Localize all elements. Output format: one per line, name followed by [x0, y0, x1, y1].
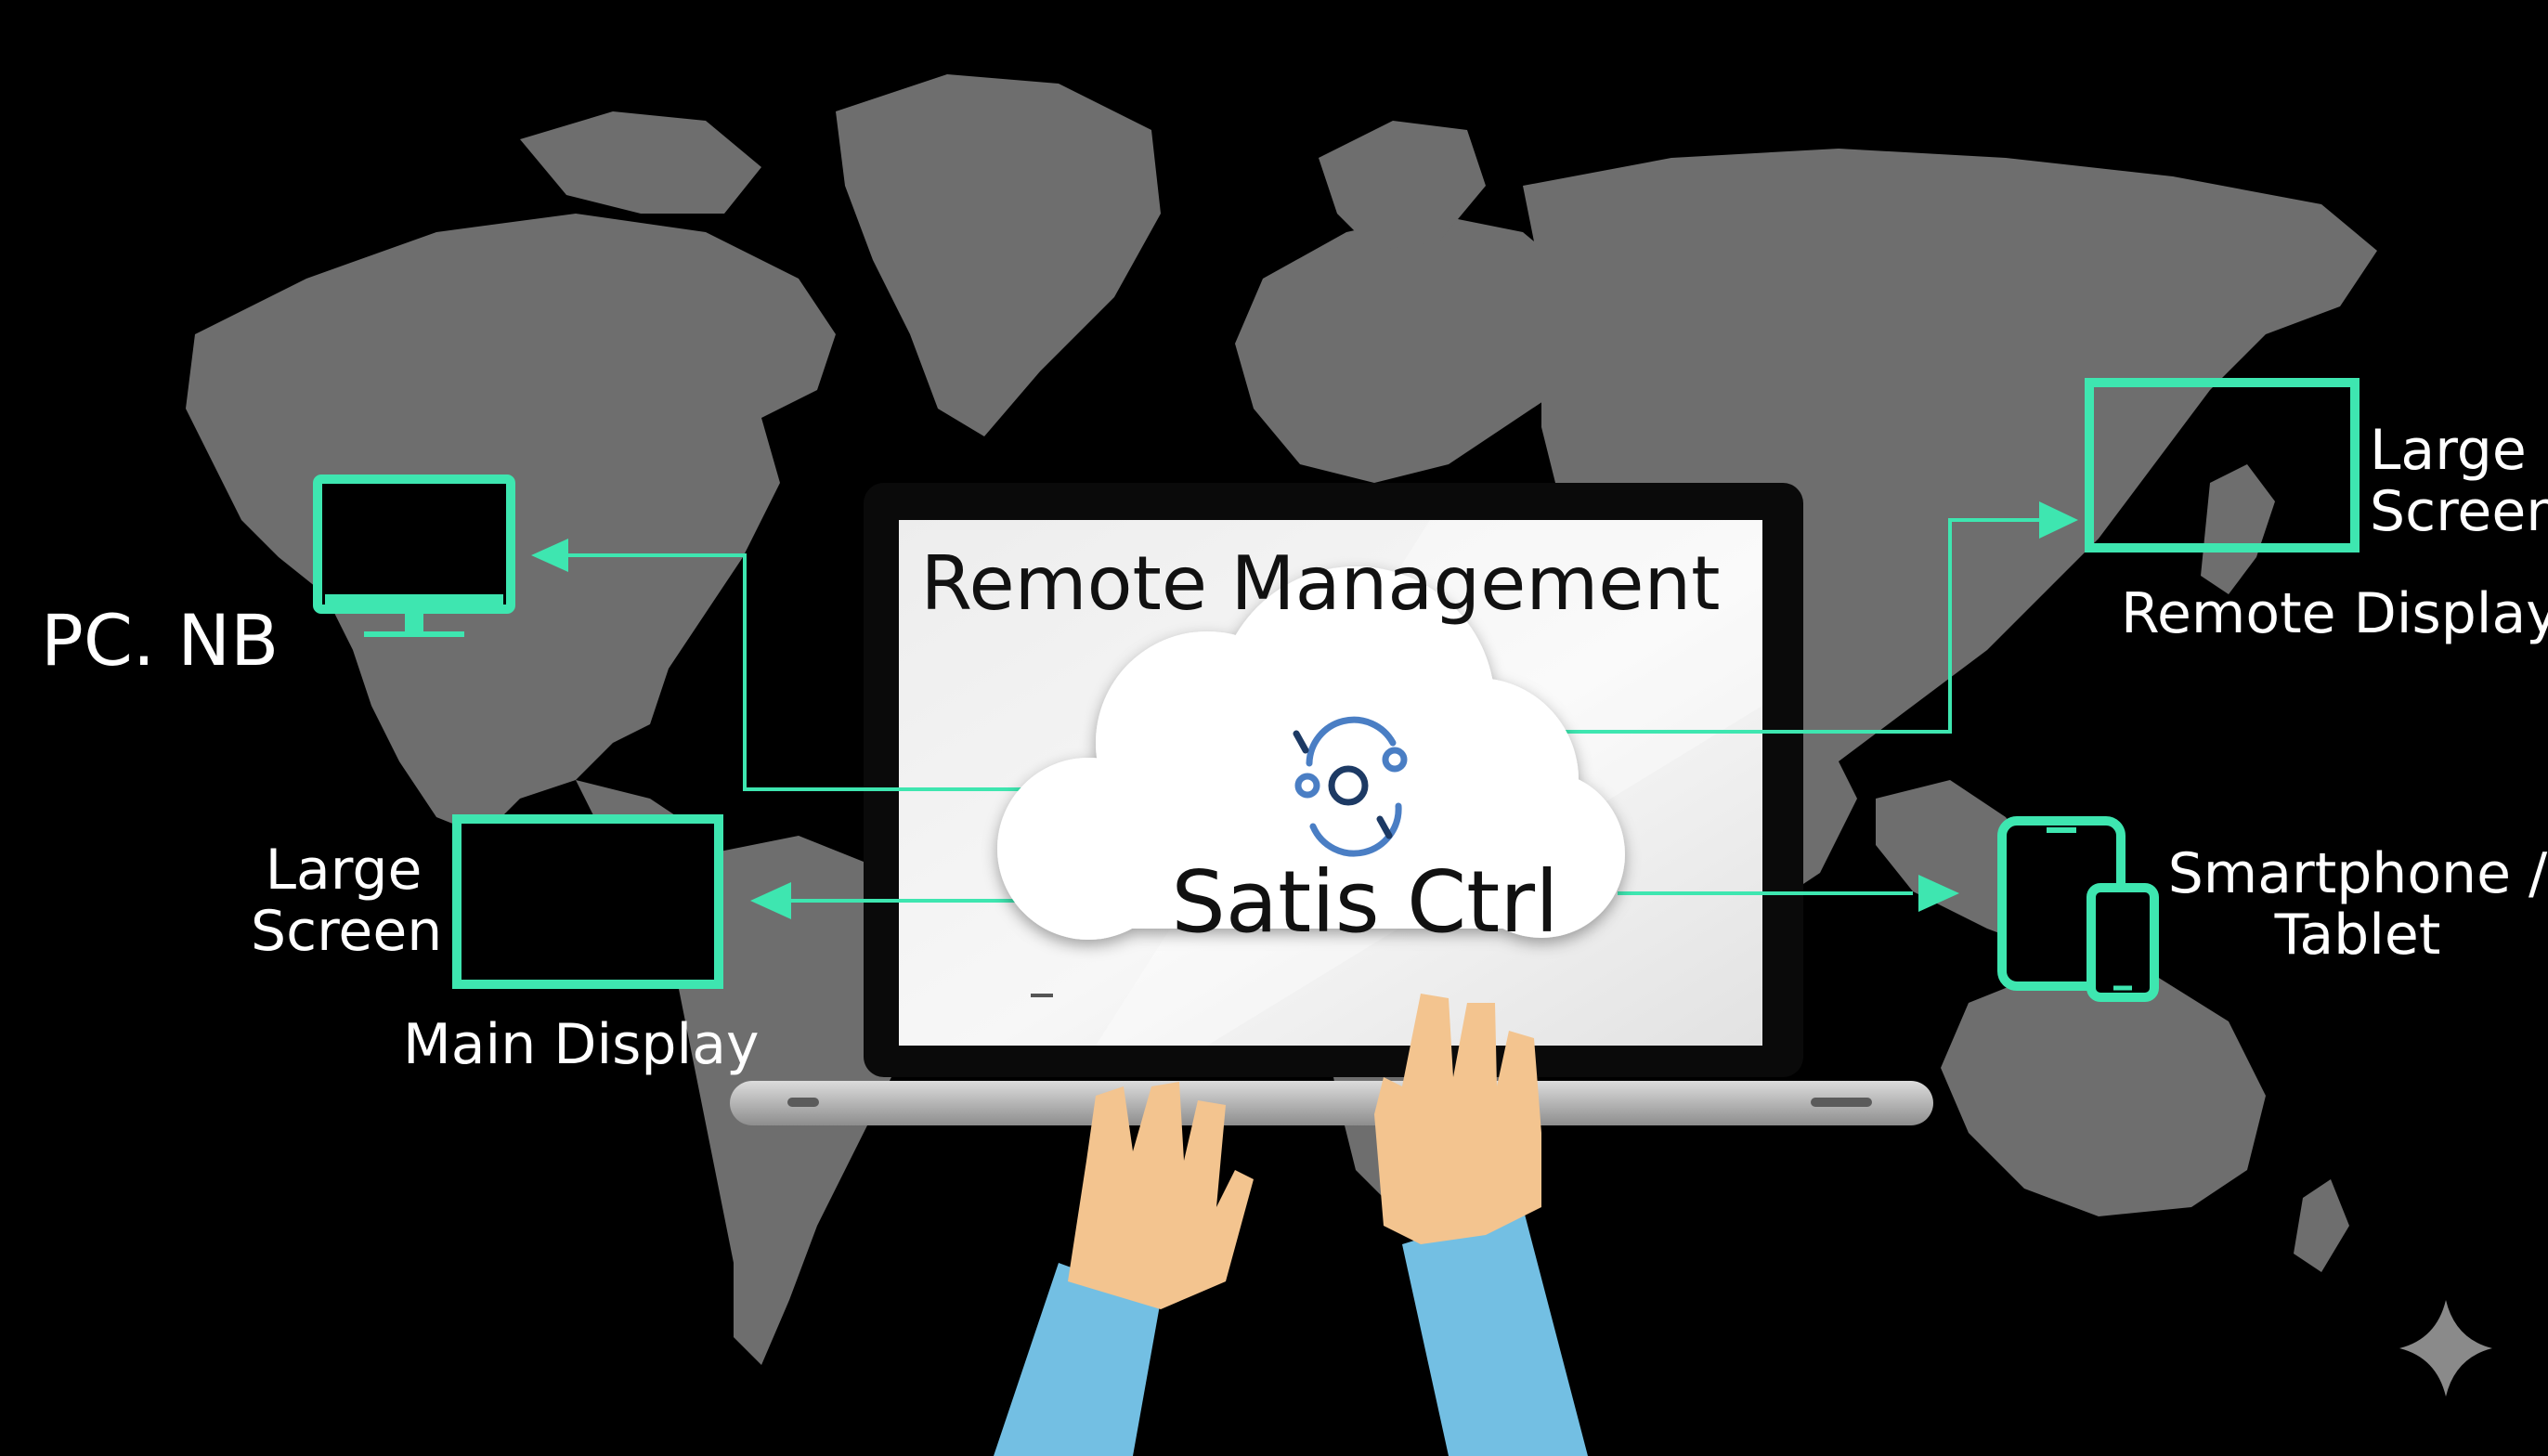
large-screen-left-label: Large Screen	[251, 839, 436, 962]
phone-tablet-icon	[2002, 821, 2154, 997]
mobile-label: Smartphone / Tablet	[2167, 843, 2548, 966]
large-screen-right-label: Large Screen	[2370, 420, 2548, 542]
japan-shape	[2201, 464, 2275, 594]
pc-label: PC. NB	[41, 602, 279, 680]
left-hand	[994, 1082, 1254, 1456]
laptop-base-port-right	[1811, 1098, 1872, 1107]
right-sleeve	[1402, 1207, 1588, 1456]
remote-display-label: Remote Display	[2121, 583, 2548, 644]
large-screen-icon-left	[457, 819, 719, 988]
sparkle-icon	[2399, 1300, 2492, 1397]
monitor-icon	[318, 479, 511, 637]
main-display-label: Main Display	[403, 1014, 759, 1075]
laptop-base-port-left	[787, 1098, 819, 1107]
australia-shape	[1941, 966, 2266, 1216]
hub-label: Satis Ctrl	[1124, 852, 1606, 952]
arctic-islands-shape	[520, 111, 761, 214]
greenland-shape	[836, 74, 1161, 436]
new-zealand-shape	[2294, 1179, 2349, 1272]
screen-dash	[1031, 994, 1053, 997]
laptop-base	[730, 1081, 1933, 1125]
screen-title: Remote Management	[903, 540, 1738, 627]
